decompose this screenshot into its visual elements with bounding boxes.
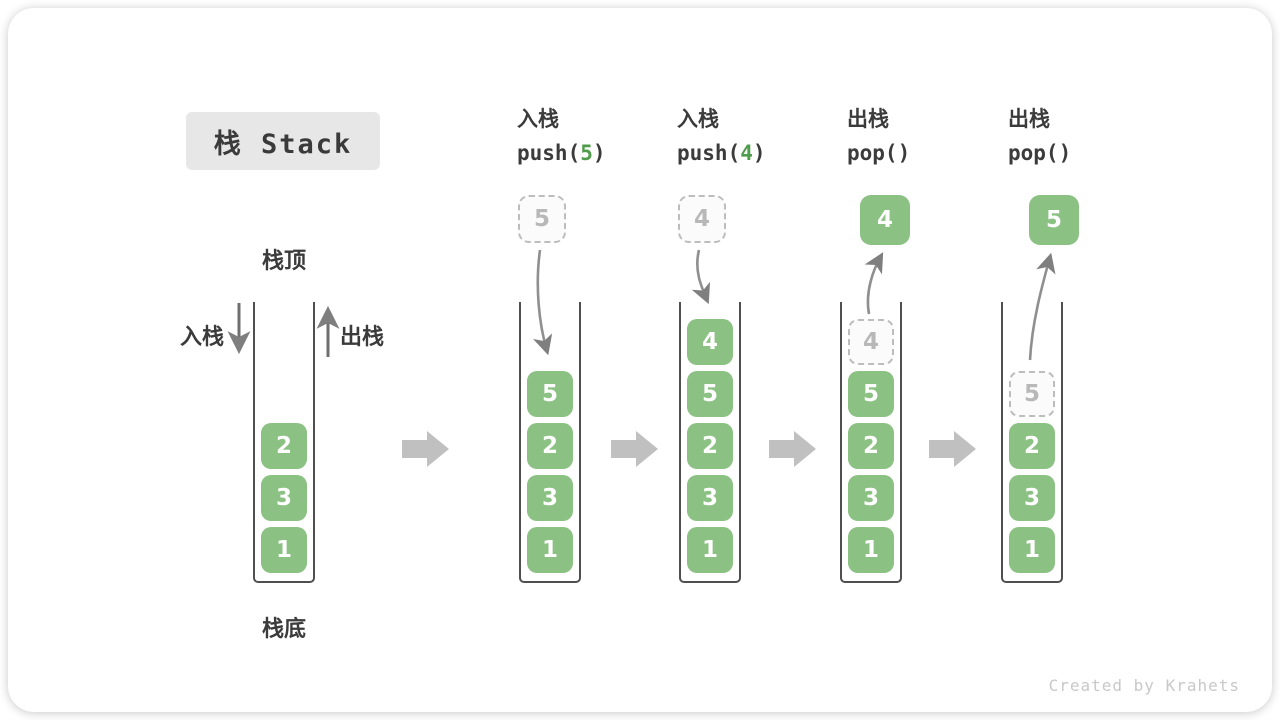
stack-container-1 [253, 302, 315, 583]
stack-element: 3 [527, 475, 573, 521]
op-label: 入栈 [677, 107, 719, 131]
stack-element: 2 [1009, 423, 1055, 469]
popped-element-5: 5 [1029, 195, 1079, 245]
stack-element: 1 [527, 527, 573, 573]
stack-element: 3 [848, 475, 894, 521]
incoming-element-5: 5 [518, 195, 566, 243]
stack-element: 2 [261, 423, 307, 469]
figure-title: 栈 Stack [186, 112, 380, 170]
op-header-pop-5: 出栈 pop() [1008, 106, 1071, 167]
stack-container-2 [519, 302, 581, 583]
stack-element: 5 [687, 371, 733, 417]
op-code: pop() [847, 141, 911, 165]
op-code: pop() [1008, 141, 1072, 165]
op-code: push(4) [677, 141, 766, 165]
stack-element: 3 [687, 475, 733, 521]
stack-container-5 [1001, 302, 1063, 583]
op-header-push-4: 入栈 push(4) [677, 106, 766, 167]
op-header-pop-4: 出栈 pop() [847, 106, 910, 167]
op-label: 出栈 [1008, 107, 1050, 131]
stack-element: 2 [687, 423, 733, 469]
op-header-push-5: 入栈 push(5) [517, 106, 606, 167]
popped-element-4: 4 [860, 195, 910, 245]
stack-element: 5 [527, 371, 573, 417]
stack-element: 3 [261, 475, 307, 521]
stack-element: 5 [848, 371, 894, 417]
stack-element: 1 [687, 527, 733, 573]
figure-title-label: 栈 Stack [213, 128, 353, 160]
stack-container-4 [840, 302, 902, 583]
incoming-element-4: 4 [678, 195, 726, 243]
op-code: push(5) [517, 141, 606, 165]
stack-element: 4 [687, 319, 733, 365]
op-label: 出栈 [847, 107, 889, 131]
op-code-arg: 4 [740, 141, 753, 165]
stack-element: 3 [1009, 475, 1055, 521]
op-label: 入栈 [517, 107, 559, 131]
stack-element-ghost: 5 [1009, 371, 1055, 417]
stack-container-3 [679, 302, 741, 583]
watermark: Created by Krahets [1048, 676, 1240, 695]
stack-element: 1 [848, 527, 894, 573]
stack-bottom-label: 栈底 [261, 617, 306, 642]
stack-element-ghost: 4 [848, 319, 894, 365]
stack-element: 1 [261, 527, 307, 573]
op-code-arg: 5 [580, 141, 593, 165]
pop-side-label: 出栈 [340, 325, 385, 350]
stack-element: 1 [1009, 527, 1055, 573]
stack-top-label: 栈顶 [261, 249, 306, 274]
stack-element: 2 [527, 423, 573, 469]
push-side-label: 入栈 [180, 325, 225, 350]
stack-element: 2 [848, 423, 894, 469]
